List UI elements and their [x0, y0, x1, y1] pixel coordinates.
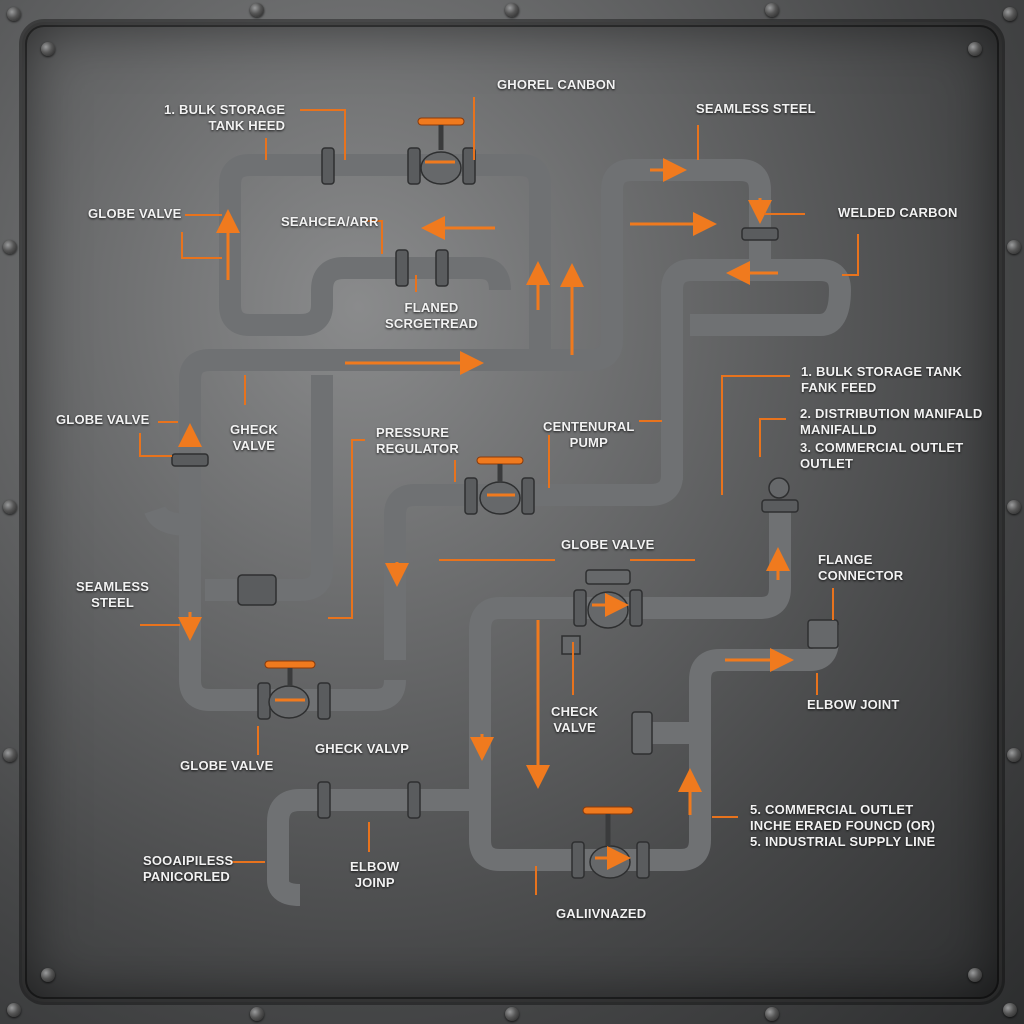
label-line: Globe Valve: [56, 412, 150, 427]
rivet-icon: [3, 500, 17, 514]
label-welded-carbon: Welded Carbon: [838, 205, 958, 221]
label-line: Manifalld: [800, 422, 877, 437]
label-distribution-manifald: 2. Distribution Manifald Manifalld: [800, 406, 982, 438]
label-globe-valve-center: Globe Valve: [561, 537, 654, 553]
flow-arrows: [178, 158, 794, 870]
label-flaned-scrgetread: Flaned Scrgetread: [385, 300, 478, 332]
label-ghorel-canbon: Ghorel Canbon: [497, 77, 616, 93]
label-line: Flange: [818, 552, 873, 567]
label-bulk-storage-tank-feed: 1. Bulk Storage Tank Heed: [164, 102, 285, 134]
rivet-icon: [968, 42, 982, 56]
label-commercial-outlet-5: 5. Commercial Outlet Inche Eraed Founcd …: [750, 802, 935, 850]
rivet-icon: [41, 42, 55, 56]
rivet-icon: [1007, 748, 1021, 762]
handwheel-icons: [264, 117, 634, 815]
flanges: [171, 147, 799, 879]
label-gheck-valve: Gheck Valve: [230, 422, 278, 454]
label-line: Gheck Valvp: [315, 741, 410, 756]
label-line: 3. Commercial Outlet: [800, 440, 964, 455]
label-line: Seamless: [76, 579, 150, 594]
label-line: Sooaipiless: [143, 853, 234, 868]
rivet-icon: [505, 1007, 519, 1021]
label-gheck-valvp: Gheck Valvp: [315, 741, 409, 757]
label-line: Welded Carbon: [838, 205, 958, 220]
label-pressure-regulator: Pressure Regulator: [376, 425, 459, 457]
label-line: Valve: [232, 438, 276, 453]
label-sooaipiless-panicorled: Sooaipiless Panicorled: [143, 853, 233, 885]
label-line: Fank Feed: [801, 380, 877, 395]
label-line: Seamless Steel: [696, 101, 816, 116]
rivet-icon: [41, 968, 55, 982]
label-commercial-outlet-3: 3. Commercial Outlet Outlet: [800, 440, 963, 472]
label-line: Valve: [553, 720, 596, 735]
label-line: Seahcea/Arr: [281, 214, 379, 229]
label-line: Galiivnazed: [556, 906, 647, 921]
label-galiivnazed: Galiivnazed: [556, 906, 646, 922]
label-globe-valve-left-top: Globe Valve: [88, 206, 181, 222]
label-line: Elbow Joint: [807, 697, 900, 712]
label-line: Pressure: [376, 425, 450, 440]
rivet-icon: [765, 1007, 779, 1021]
label-line: 5. Industrial Supply Line: [750, 834, 936, 849]
label-line: Centenural: [543, 419, 635, 434]
label-line: Flaned: [404, 300, 459, 315]
label-line: Scrgetread: [385, 316, 479, 331]
rivet-icon: [1007, 500, 1021, 514]
label-check-valve-center: Check Valve: [551, 704, 598, 736]
label-seamless-steel-top: Seamless Steel: [696, 101, 816, 117]
rivet-icon: [250, 3, 264, 17]
label-globe-valve-left-mid: Globe Valve: [56, 412, 149, 428]
label-globe-valve-bottom: Globe Valve: [180, 758, 273, 774]
label-centenural-pump: Centenural Pump: [543, 419, 635, 451]
rivet-icon: [3, 240, 17, 254]
label-line: Joinp: [354, 875, 395, 890]
rivet-icon: [250, 1007, 264, 1021]
rivet-icon: [7, 7, 21, 21]
label-line: 1. Bulk Storage Tank: [801, 364, 962, 379]
leader-lines: [139, 97, 859, 895]
label-line: 2. Distribution Manifald: [800, 406, 983, 421]
label-line: Elbow: [350, 859, 400, 874]
label-flange-connector: Flange Connector: [818, 552, 903, 584]
label-bulk-storage-tank-right: 1. Bulk Storage Tank Fank Feed: [801, 364, 962, 396]
label-line: Globe Valve: [88, 206, 182, 221]
label-line: 1. Bulk Storage: [164, 102, 286, 117]
label-line: Pump: [569, 435, 608, 450]
label-elbow-joint-right: Elbow Joint: [807, 697, 899, 713]
label-line: Check: [551, 704, 599, 719]
rivet-icon: [3, 748, 17, 762]
label-line: Globe Valve: [180, 758, 274, 773]
label-line: Inche Eraed Founcd (Or): [750, 818, 936, 833]
label-line: Connector: [818, 568, 904, 583]
label-line: Panicorled: [143, 869, 230, 884]
label-line: Outlet: [800, 456, 854, 471]
label-line: Regulator: [376, 441, 459, 456]
label-line: Gheck: [230, 422, 278, 437]
rivet-icon: [765, 3, 779, 17]
label-line: Ghorel Canbon: [497, 77, 616, 92]
rivet-icon: [968, 968, 982, 982]
label-seahcea-arr: Seahcea/Arr: [281, 214, 379, 230]
rivet-icon: [1007, 240, 1021, 254]
label-line: Tank Heed: [208, 118, 286, 133]
label-line: 5. Commercial Outlet: [750, 802, 914, 817]
label-line: Steel: [91, 595, 135, 610]
rivet-icon: [505, 3, 519, 17]
rivet-icon: [1003, 7, 1017, 21]
label-elbow-joinp: Elbow Joinp: [350, 859, 399, 891]
label-seamless-steel-left: Seamless Steel: [76, 579, 149, 611]
rivet-icon: [1003, 1003, 1017, 1017]
label-line: Globe Valve: [561, 537, 655, 552]
rivet-icon: [7, 1003, 21, 1017]
